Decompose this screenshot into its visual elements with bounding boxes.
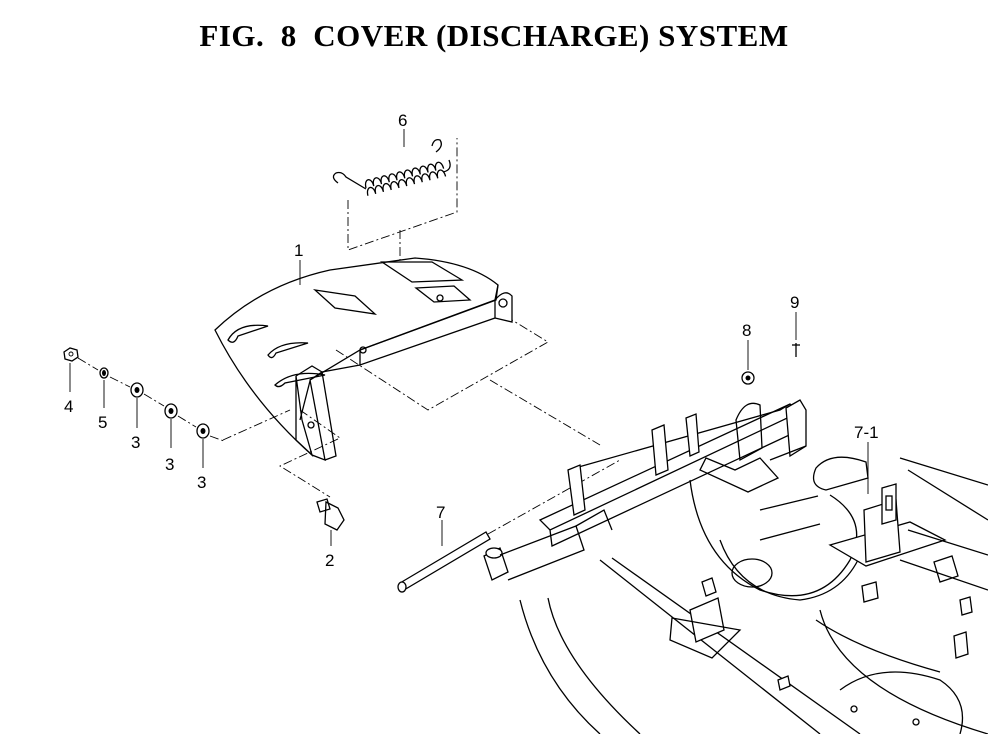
callout-5: 5 [98, 413, 107, 432]
washer-part-c [196, 423, 210, 439]
callout-2: 2 [325, 551, 334, 570]
pin-part [792, 343, 800, 357]
callout-7-1: 7-1 [854, 423, 879, 442]
callout-6: 6 [398, 111, 407, 130]
callout-3-b: 3 [165, 455, 174, 474]
callout-9: 9 [790, 293, 799, 312]
washer-part-8 [741, 371, 755, 385]
callout-7: 7 [436, 503, 445, 522]
washer-part-a [130, 382, 144, 398]
discharge-cover-part [214, 257, 513, 462]
figure-title: FIG. 8 COVER (DISCHARGE) SYSTEM [199, 18, 789, 53]
rod-part [397, 531, 491, 593]
nut-part [63, 347, 79, 362]
callout-3-a: 3 [131, 433, 140, 452]
callout-3-c: 3 [197, 473, 206, 492]
lock-washer-part [99, 367, 109, 379]
deck-frame-assembly [483, 399, 988, 734]
bolt-part [316, 498, 345, 531]
callout-4: 4 [64, 397, 73, 416]
washer-part-b [164, 403, 178, 419]
callout-1: 1 [294, 241, 303, 260]
callout-8: 8 [742, 321, 751, 340]
spring-part [332, 138, 451, 196]
